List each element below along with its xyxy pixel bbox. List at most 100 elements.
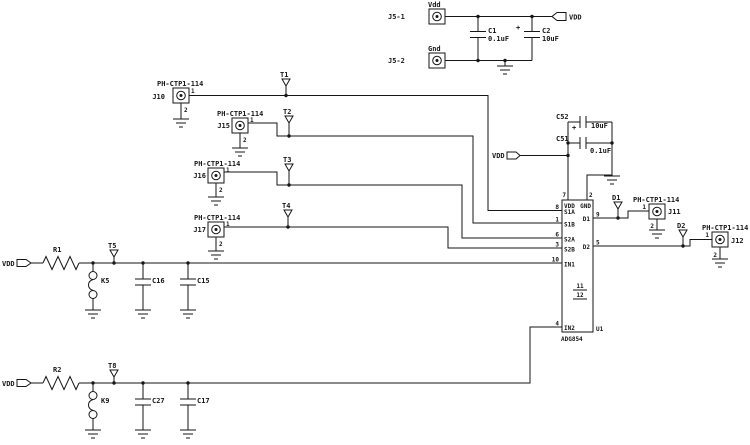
junction-dot <box>286 225 290 229</box>
ic-pin6-number: 6 <box>555 232 559 239</box>
vdd-flag <box>506 151 521 160</box>
ground-symbol <box>496 65 514 75</box>
junction-dot <box>141 381 145 385</box>
c2-polarity: + <box>516 24 520 32</box>
ic-pin-vdd: VDD <box>564 203 575 210</box>
ic-pin-d1: D1 <box>583 216 591 223</box>
j5-1-pad <box>428 8 446 25</box>
j10-refdes: J10 <box>152 93 165 101</box>
k5-contact-bottom <box>88 290 98 299</box>
k5-link-arc <box>88 279 94 291</box>
ground-symbol <box>134 309 152 319</box>
j16-part-number: PH-CTP1-114 <box>194 160 240 168</box>
ground-symbol <box>179 309 197 319</box>
ground-symbol <box>84 429 102 439</box>
c2-value: 10uF <box>542 35 559 43</box>
c17-refdes: C17 <box>197 397 210 405</box>
vdd-flag-label: VDD <box>492 152 505 160</box>
cap-c15 <box>180 263 196 310</box>
cap-c51 <box>568 137 612 149</box>
k5-contact-top <box>88 271 98 280</box>
ic-pin11-number: 11 <box>576 283 584 290</box>
vdd-flag-label: VDD <box>569 14 582 22</box>
j16-pin1-number: 1 <box>226 167 230 174</box>
wire-s2a <box>224 171 562 239</box>
j11-part-number: PH-CTP1-114 <box>633 196 679 204</box>
t2-label: T2 <box>283 108 291 116</box>
t5-label: T5 <box>108 242 116 250</box>
c2-refdes: C2 <box>542 27 550 35</box>
t1-label: T1 <box>280 71 288 79</box>
r1-refdes: R1 <box>53 246 61 254</box>
vdd-flag <box>16 379 32 387</box>
jack-j16: PH-CTP1-114 J16 1 2 <box>193 160 240 206</box>
r2-refdes: R2 <box>53 366 61 374</box>
junction-dot <box>681 244 685 248</box>
j12-pin2-number: 2 <box>713 252 717 259</box>
cap-c27 <box>135 383 151 430</box>
decoupling-section: VDD C52 + 10uF C51 0.1uF <box>492 113 621 200</box>
ic-pin4-number: 4 <box>555 321 559 328</box>
cap-c2 <box>524 16 540 61</box>
output-d1: D1 PH-CTP1-114 1 J11 2 <box>593 194 681 239</box>
jack-j10: PH-CTP1-114 J10 1 2 <box>152 80 203 128</box>
wire-d1 <box>593 210 649 219</box>
k9-link-arc <box>88 399 94 411</box>
gnd-net-label: Gnd <box>428 45 441 53</box>
j17-pin2-number: 2 <box>219 241 223 248</box>
junction-dot <box>610 141 614 145</box>
ic-pin12-number: 12 <box>576 292 584 299</box>
testpoint-arrow-icon <box>109 369 119 378</box>
ic-body <box>561 199 594 333</box>
j16-pin2-number: 2 <box>219 187 223 194</box>
k9-contact-bottom <box>88 410 98 419</box>
j11-pin2-number: 2 <box>650 223 654 230</box>
vdd-flag-label: VDD <box>2 380 15 388</box>
cap-c17 <box>180 383 196 430</box>
j16-pad <box>207 167 225 184</box>
ic-pin5-number: 5 <box>596 240 600 247</box>
junction-dot <box>566 141 570 145</box>
ground-symbol <box>711 258 729 268</box>
c15-refdes: C15 <box>197 277 210 285</box>
j5-1-refdes: J5-1 <box>388 13 405 21</box>
input1-section: VDD R1 T5 K5 C16 C15 <box>2 242 562 319</box>
resistor-r2 <box>42 375 80 391</box>
t3-label: T3 <box>283 156 291 164</box>
testpoint-arrow-icon <box>109 249 119 258</box>
testpoint-arrow-icon <box>281 78 291 87</box>
testpoint-arrow-icon <box>284 115 294 124</box>
input2-section: VDD R2 T8 K9 C27 C17 <box>2 326 562 439</box>
junction-dot <box>476 14 480 19</box>
power-input-section: Vdd J5-1 Gnd J5-2 C1 0.1uF + C2 10uF VDD <box>388 1 582 75</box>
t4-label: T4 <box>282 202 290 210</box>
vdd-net-label: Vdd <box>428 1 441 9</box>
wire-d2 <box>593 239 712 247</box>
j12-refdes: J12 <box>731 237 744 245</box>
ic-pin-s1b: S1B <box>564 222 575 229</box>
testpoint-t3: T3 <box>283 156 294 187</box>
cap-c16 <box>135 263 151 310</box>
junction-dot <box>186 381 190 385</box>
c16-refdes: C16 <box>152 277 165 285</box>
testpoint-arrow-icon <box>613 201 623 210</box>
c52-polarity: + <box>572 124 576 132</box>
junction-dot <box>287 134 291 138</box>
testpoint-t2: T2 <box>283 108 294 138</box>
junction-dot <box>566 153 570 158</box>
junction-dot <box>186 261 190 265</box>
junction-dot <box>112 381 116 385</box>
c1-refdes: C1 <box>488 27 496 35</box>
ground-symbol <box>179 429 197 439</box>
j11-pad <box>648 203 666 220</box>
ic-pin10-number: 10 <box>552 257 560 264</box>
jack-j15: PH-CTP1-114 J15 1 2 <box>217 110 263 157</box>
ground-symbol <box>84 309 102 319</box>
ground-symbol <box>172 118 190 128</box>
ground-symbol <box>207 250 225 260</box>
jack-j17: PH-CTP1-114 J17 1 2 <box>193 214 240 260</box>
ground-symbol <box>648 229 666 239</box>
j10-pin1-number: 1 <box>191 88 195 95</box>
ic-u1: 7 2 VDD GND 8 S1A 1 S1B 6 S2A 3 S2B 10 I… <box>552 192 604 343</box>
